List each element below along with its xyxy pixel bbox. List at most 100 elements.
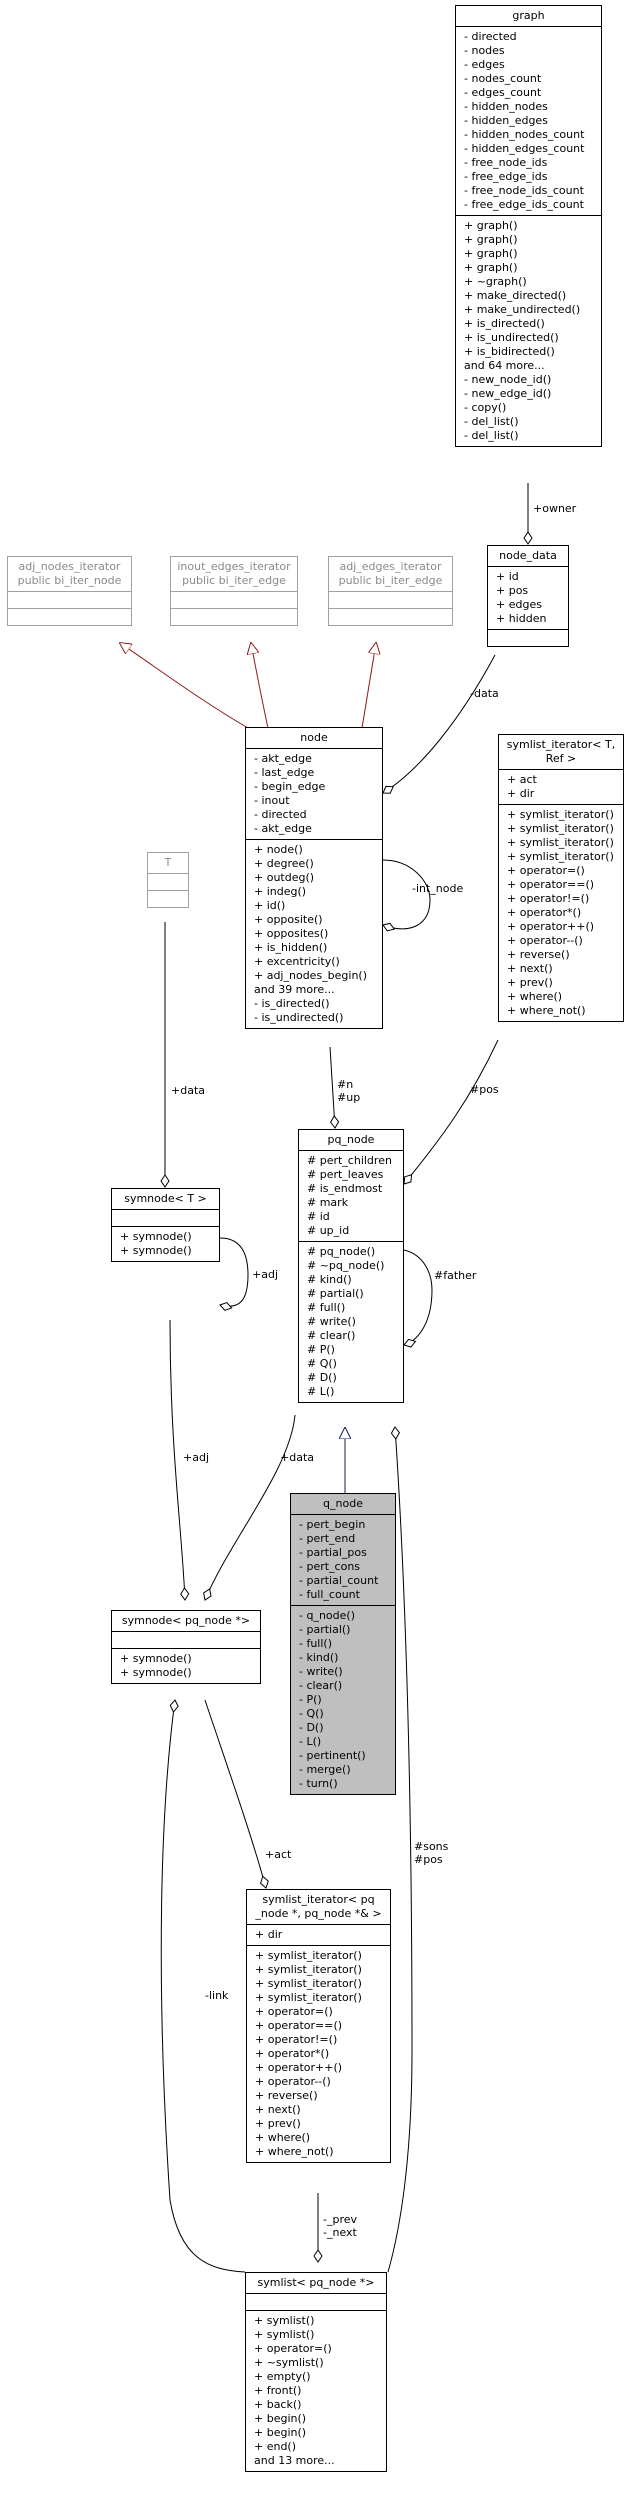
edge-label-adj-self: +adj <box>252 1268 278 1281</box>
method-row: + symlist_iterator() <box>255 1949 362 1962</box>
method-row: - D() <box>299 1721 324 1734</box>
edge-label-n-up: #n#up <box>337 1078 360 1104</box>
method-row: + empty() <box>254 2370 311 2383</box>
method-row: + operator!=() <box>255 2033 338 2046</box>
attribute-row: - edges_count <box>464 86 542 99</box>
methods-section: + graph()+ graph()+ graph()+ graph()+ ~g… <box>456 215 601 446</box>
method-row: - write() <box>299 1665 343 1678</box>
method-row: # pq_node() <box>307 1245 376 1258</box>
edge-label-text: -data <box>470 687 499 700</box>
assoc-data-node <box>382 654 496 794</box>
inherit-inout-edges-iterator <box>251 643 269 729</box>
methods-section: - q_node()- partial()- full()- kind()- w… <box>291 1605 395 1794</box>
method-row: + where_not() <box>507 1004 586 1017</box>
class-title: q_node <box>291 1494 395 1514</box>
edge-label-int-node: -int_node <box>412 882 463 895</box>
method-row: + reverse() <box>255 2089 318 2102</box>
method-row: + symlist_iterator() <box>507 822 614 835</box>
edge-label-text: -link <box>205 1989 229 2002</box>
method-row: - Q() <box>299 1707 324 1720</box>
edge-label-act: +act <box>265 1848 291 1861</box>
attribute-row: - directed <box>254 808 307 821</box>
class-title: graph <box>456 6 601 26</box>
method-row: + id() <box>254 899 286 912</box>
attributes-section: + dir <box>247 1924 390 1945</box>
attribute-row: # up_id <box>307 1224 350 1237</box>
edge-label-text: #n <box>337 1078 354 1091</box>
class-node-data[interactable]: node_data+ id+ pos+ edges+ hidden <box>487 545 569 647</box>
class-pq-node[interactable]: pq_node # pert_children# pert_leaves# is_… <box>298 1129 404 1403</box>
title-row: public bi_iter_node <box>17 574 122 587</box>
class-title: node <box>246 728 382 748</box>
edge-label-text: -_next <box>323 2226 357 2239</box>
attributes-section <box>171 591 297 608</box>
method-row: + operator=() <box>255 2005 333 2018</box>
attribute-row: - inout <box>254 794 290 807</box>
inherit-adj-nodes-iterator <box>120 643 249 729</box>
method-row: + symlist_iterator() <box>507 836 614 849</box>
class-symlist-iterator-pq-node[interactable]: symlist_iterator< pq_node *, pq_node *& … <box>246 1889 391 2163</box>
attribute-row: - partial_count <box>299 1574 379 1587</box>
method-row: + ~graph() <box>464 275 527 288</box>
class-t[interactable]: T <box>147 852 189 908</box>
method-row: + operator++() <box>507 920 595 933</box>
attributes-section: # pert_children# pert_leaves# is_endmost… <box>299 1150 403 1241</box>
method-row: + operator--() <box>507 934 583 947</box>
method-row: # L() <box>307 1385 335 1398</box>
edge-label-link: -link <box>205 1989 228 2002</box>
method-row: + reverse() <box>507 948 570 961</box>
class-node[interactable]: node- akt_edge- last_edge- begin_edge- i… <box>245 727 383 1029</box>
title-row: symlist_iterator< pq <box>262 1893 375 1906</box>
method-row: + symnode() <box>120 1230 192 1243</box>
edge-label-data-t: +data <box>171 1084 205 1097</box>
attribute-row: - begin_edge <box>254 780 326 793</box>
title-row: adj_nodes_iterator <box>18 560 121 573</box>
edge-label-text: #up <box>337 1091 361 1104</box>
method-row: + make_undirected() <box>464 303 581 316</box>
method-row: + symnode() <box>120 1652 192 1665</box>
attribute-row: - free_node_ids_count <box>464 184 584 197</box>
method-row: # ~pq_node() <box>307 1259 385 1272</box>
method-row: # clear() <box>307 1329 356 1342</box>
assoc-data-pq <box>203 1414 296 1601</box>
method-row: + graph() <box>464 247 518 260</box>
attribute-row: - hidden_edges_count <box>464 142 585 155</box>
method-row: - full() <box>299 1637 333 1650</box>
method-row: + is_hidden() <box>254 941 328 954</box>
class-symnode-pq-node[interactable]: symnode< pq_node *>+ symnode()+ symnode(… <box>111 1610 261 1684</box>
method-row: # partial() <box>307 1287 364 1300</box>
class-symnode-t[interactable]: symnode< T >+ symnode()+ symnode() <box>111 1188 220 1262</box>
attribute-row: # pert_children <box>307 1154 392 1167</box>
attribute-row: + hidden <box>496 612 547 625</box>
assoc-pos-iter <box>403 1039 499 1185</box>
method-row: + symnode() <box>120 1666 192 1679</box>
class-title: pq_node <box>299 1130 403 1150</box>
title-row: symnode< T > <box>124 1192 207 1205</box>
method-row: # full() <box>307 1301 346 1314</box>
method-row: + operator*() <box>507 906 582 919</box>
edge-label-text: +owner <box>533 502 577 515</box>
methods-section: + symlist_iterator()+ symlist_iterator()… <box>499 804 623 1021</box>
class-title: T <box>148 853 188 873</box>
edge-label-sons-pos: #sons#pos <box>414 1840 448 1866</box>
class-symlist-iterator-t-ref[interactable]: symlist_iterator< T,Ref >+ act+ dir+ sym… <box>498 734 624 1022</box>
title-row: pq_node <box>327 1133 375 1146</box>
edge-label-text: #pos <box>414 1853 443 1866</box>
method-row: # write() <box>307 1315 356 1328</box>
method-row: - partial() <box>299 1623 351 1636</box>
attribute-row: + dir <box>255 1928 283 1941</box>
class-q-node[interactable]: q_node- pert_begin- pert_end- partial_po… <box>290 1493 396 1795</box>
class-graph[interactable]: graph- directed- nodes- edges- nodes_cou… <box>455 5 602 447</box>
title-row: T <box>164 856 172 869</box>
attributes-section: + act+ dir <box>499 769 623 804</box>
class-symlist-pq-node[interactable]: symlist< pq_node *>+ symlist()+ symlist(… <box>245 2272 387 2472</box>
edge-label-text: -int_node <box>412 882 464 895</box>
attributes-section: - pert_begin- pert_end- partial_pos- per… <box>291 1514 395 1605</box>
attributes-section <box>112 1209 219 1226</box>
method-row: + is_undirected() <box>464 331 559 344</box>
